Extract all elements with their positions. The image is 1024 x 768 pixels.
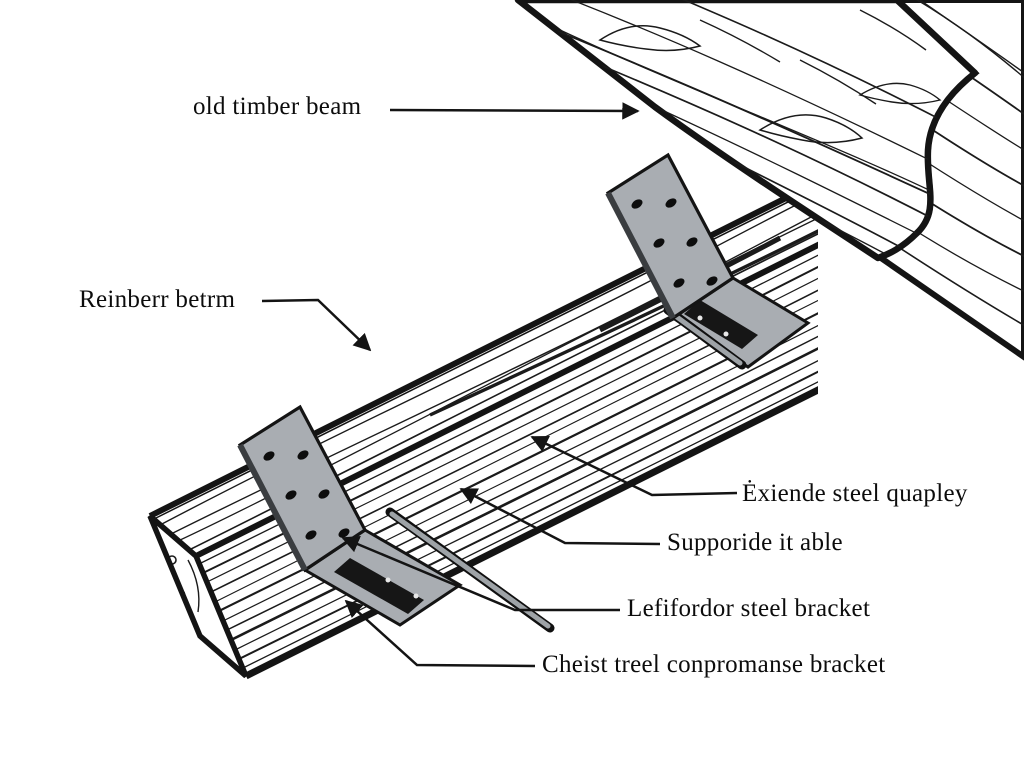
flange-bolt	[385, 577, 391, 583]
upper-bracket-bolts	[631, 198, 718, 288]
label-left-steel-bracket: Lefifordor steel bracket	[627, 595, 871, 622]
leader-chest-compromise-bracket	[344, 599, 536, 668]
leader-reinforcement-beam	[261, 298, 372, 352]
upper-steel-bracket	[605, 152, 811, 370]
leader-extended-steel-plate	[530, 435, 738, 497]
label-old-timber-beam: old timber beam	[193, 93, 362, 120]
flange-bolt	[697, 315, 703, 321]
upper-bracket-plate-edge	[605, 191, 676, 320]
old-timber-beam-shape	[514, 0, 979, 262]
upper-bracket-slot	[684, 300, 758, 349]
left-bracket-pin	[389, 511, 551, 629]
left-steel-bracket	[237, 404, 555, 633]
upper-bracket-pin	[667, 309, 743, 366]
flange-bolt	[413, 593, 419, 599]
leader-support-table	[459, 487, 661, 546]
leader-old-timber-beam	[389, 102, 640, 120]
flange-bolt	[723, 331, 729, 337]
leader-lines	[261, 102, 738, 668]
label-chest-compromise-bracket: Cheist treel conpromanse bracket	[542, 651, 886, 678]
leader-left-steel-bracket	[341, 536, 620, 612]
label-extended-steel-plate: Ėxiende steel quapley	[742, 480, 968, 507]
label-reinforcement-beam: Reinberr betrm	[79, 286, 236, 313]
left-bracket-bolts	[263, 450, 350, 540]
background-mask	[818, 206, 1024, 768]
label-support-table: Supporide it able	[667, 529, 843, 556]
left-bracket-plate-edge	[237, 443, 308, 572]
left-bracket-slot	[334, 558, 424, 614]
